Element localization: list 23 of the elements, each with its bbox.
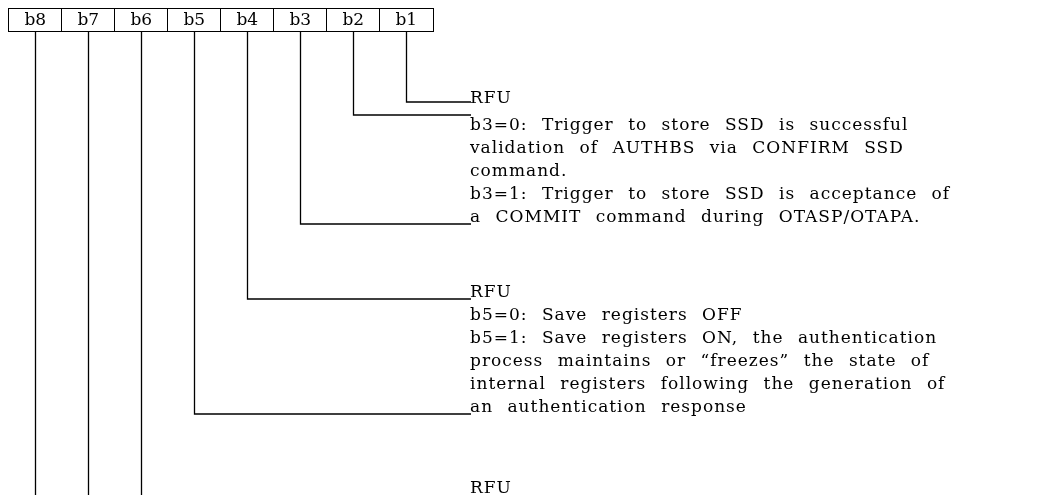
leader-line: [34, 31, 37, 495]
leader-line: [405, 31, 472, 103]
leader-line: [352, 31, 472, 116]
bit-description: RFU: [470, 280, 970, 303]
bit-cell: b6: [114, 8, 169, 32]
bit-cell: b1: [379, 8, 434, 32]
leader-line: [140, 31, 143, 495]
bit-cell: b4: [220, 8, 275, 32]
leader-line: [193, 31, 472, 415]
bit-description: RFU: [470, 476, 513, 495]
leader-line: [246, 31, 472, 300]
bit-description: b5=0: Save registers OFF: [470, 303, 744, 326]
bit-description: b5=1: Save registers ON, the authentication process maintains or “freezes” the state of internal registers following the generation of an authentication response: [470, 326, 947, 418]
leader-line: [299, 31, 472, 225]
bit-cell: b5: [167, 8, 222, 32]
leader-line: [87, 31, 90, 495]
bit-cell: b8: [8, 8, 63, 32]
bit-cell: b7: [61, 8, 116, 32]
bit-description: b3=1: Trigger to store SSD is acceptance of a COMMIT command during OTASP/OTAPA.: [470, 182, 952, 228]
bit-cell: b2: [326, 8, 381, 32]
bit-cell: b3: [273, 8, 328, 32]
bit-description: RFU: [470, 86, 970, 109]
bit-description: b3=0: Trigger to store SSD is successful validation of AUTHBS via CONFIRM SSD command.: [470, 113, 910, 182]
